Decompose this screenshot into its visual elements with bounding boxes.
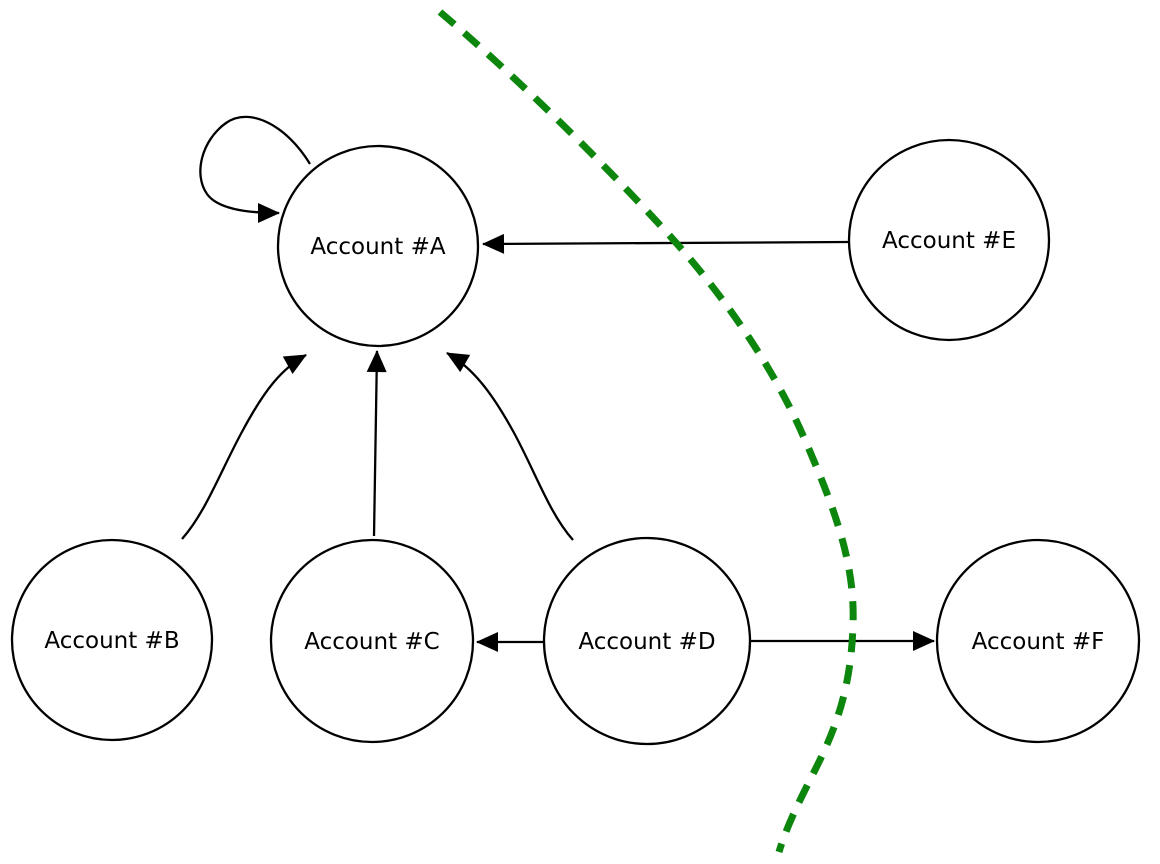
node-label-a: Account #A	[310, 234, 445, 260]
node-label-d: Account #D	[578, 629, 715, 655]
node-account-d: Account #D	[542, 536, 752, 746]
edge-e-to-a	[482, 233, 849, 254]
nodes-layer: Account #A Account #B Account #C Account #D…	[10, 138, 1141, 746]
region-divider-dashed-curve	[437, 9, 857, 853]
edge-b-to-a	[181, 353, 307, 540]
node-account-e: Account #E	[847, 138, 1051, 342]
edge-a-to-a-self-loop	[199, 115, 311, 223]
node-account-c: Account #C	[269, 538, 475, 744]
node-circle-a	[276, 144, 480, 348]
node-circle-c	[269, 538, 475, 744]
edge-d-to-a	[446, 352, 574, 541]
node-circle-e	[847, 138, 1051, 342]
node-account-a: Account #A	[276, 144, 480, 348]
edge-c-to-a	[366, 350, 387, 537]
node-label-c: Account #C	[304, 629, 440, 655]
node-label-e: Account #E	[882, 228, 1016, 254]
node-account-f: Account #F	[935, 538, 1141, 744]
edges-layer	[181, 115, 935, 652]
divider-layer	[437, 9, 857, 853]
node-circle-b	[10, 538, 214, 742]
node-label-b: Account #B	[44, 628, 179, 654]
node-label-f: Account #F	[972, 629, 1105, 655]
node-circle-f	[935, 538, 1141, 744]
node-account-b: Account #B	[10, 538, 214, 742]
